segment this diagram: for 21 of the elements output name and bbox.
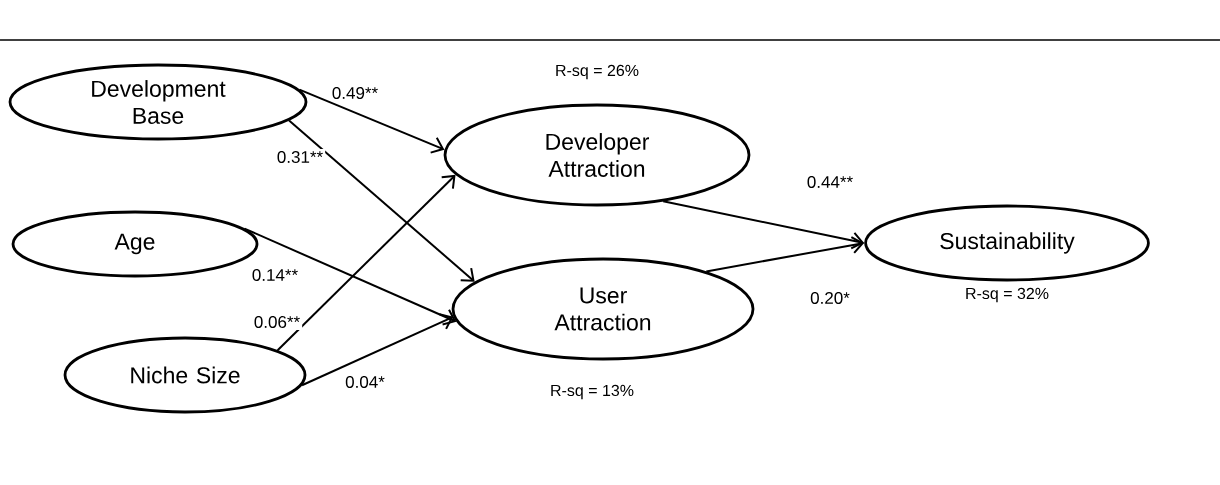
ellipse-node: Development Base xyxy=(8,63,308,141)
ellipse-node: Sustainability xyxy=(864,204,1150,282)
edge-label: 0.04* xyxy=(343,373,387,390)
r-squared-label: R-sq = 26% xyxy=(556,64,639,80)
ellipse-node: Niche Size xyxy=(63,336,307,414)
r-squared-label: R-sq = 13% xyxy=(551,384,634,400)
arrow xyxy=(301,313,454,387)
edge-label: 0.06** xyxy=(251,313,303,330)
arrow xyxy=(288,119,475,282)
edge-label: 0.31** xyxy=(274,149,326,165)
edge-label: 0.20* xyxy=(808,289,852,306)
edge-label: 0.49** xyxy=(329,84,381,101)
arrow xyxy=(705,236,865,273)
arrow xyxy=(662,200,865,250)
arrow xyxy=(298,88,445,154)
edge-label: 0.44** xyxy=(804,174,856,190)
ellipse-node: Developer Attraction xyxy=(443,103,751,207)
ellipse-node: User Attraction xyxy=(451,257,755,361)
r-squared-label: R-sq = 32% xyxy=(966,287,1049,303)
arrow xyxy=(243,227,457,326)
arrow xyxy=(276,174,456,352)
